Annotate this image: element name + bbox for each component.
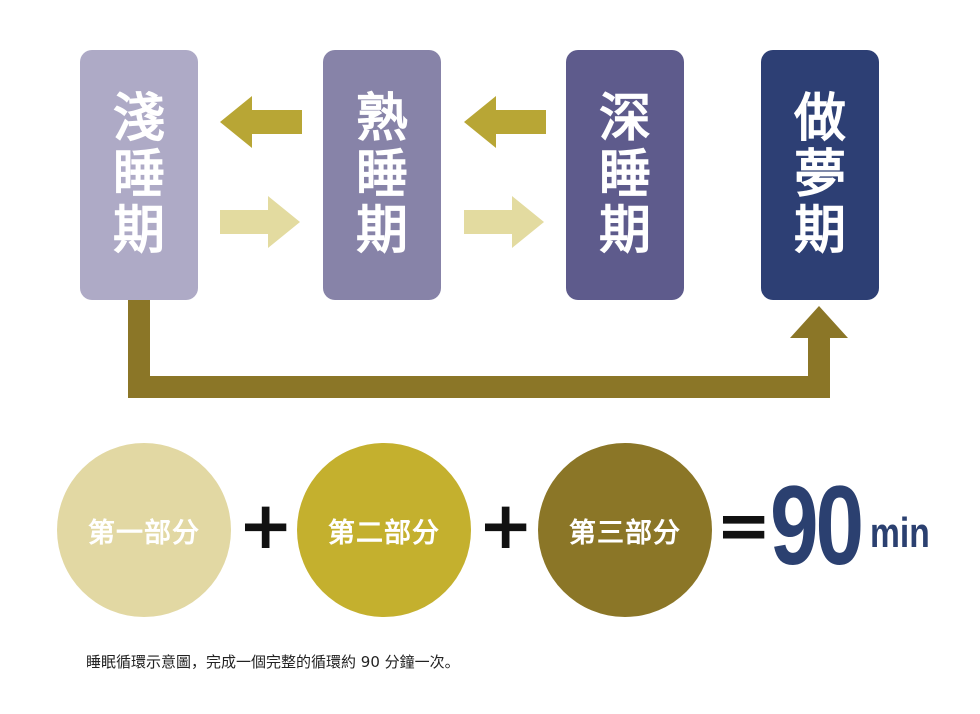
loop-arrow <box>128 300 848 398</box>
stage-char: 期 <box>355 201 408 261</box>
part-two-circle: 第二部分 <box>297 443 471 617</box>
stage-char: 期 <box>112 201 165 261</box>
figure-caption: 睡眠循環示意圖，完成一個完整的循環約 90 分鐘一次。 <box>86 653 460 671</box>
stage-deep-sleep: 熟 睡 期 <box>323 50 441 300</box>
plus-operator: + <box>478 487 534 564</box>
arrow-right-1 <box>220 196 300 248</box>
stage-light-sleep: 淺 睡 期 <box>80 50 198 300</box>
arrow-left-1 <box>220 96 302 148</box>
part-three-label: 第三部分 <box>569 517 681 549</box>
stage-char: 期 <box>793 201 846 261</box>
plus-operator: + <box>238 487 294 564</box>
stage-dream: 做 夢 期 <box>761 50 879 300</box>
stage-char: 淺 <box>112 89 165 149</box>
stage-char: 期 <box>598 201 651 261</box>
stage-char: 做 <box>793 89 846 149</box>
stage-char: 夢 <box>793 145 846 205</box>
stage-char: 熟 <box>355 89 408 149</box>
stage-char: 睡 <box>355 145 408 205</box>
arrow-left-2 <box>464 96 546 148</box>
part-three-circle: 第三部分 <box>538 443 712 617</box>
equals-operator: = <box>716 487 772 564</box>
stage-deepest-sleep: 深 睡 期 <box>566 50 684 300</box>
part-one-label: 第一部分 <box>88 517 200 549</box>
stage-char: 深 <box>598 89 651 149</box>
arrow-right-2 <box>464 196 544 248</box>
part-two-label: 第二部分 <box>328 517 440 549</box>
part-one-circle: 第一部分 <box>57 443 231 617</box>
stage-char: 睡 <box>112 145 165 205</box>
stage-char: 睡 <box>598 145 651 205</box>
result-value: 90 <box>770 463 864 588</box>
result-unit: min <box>870 509 930 556</box>
